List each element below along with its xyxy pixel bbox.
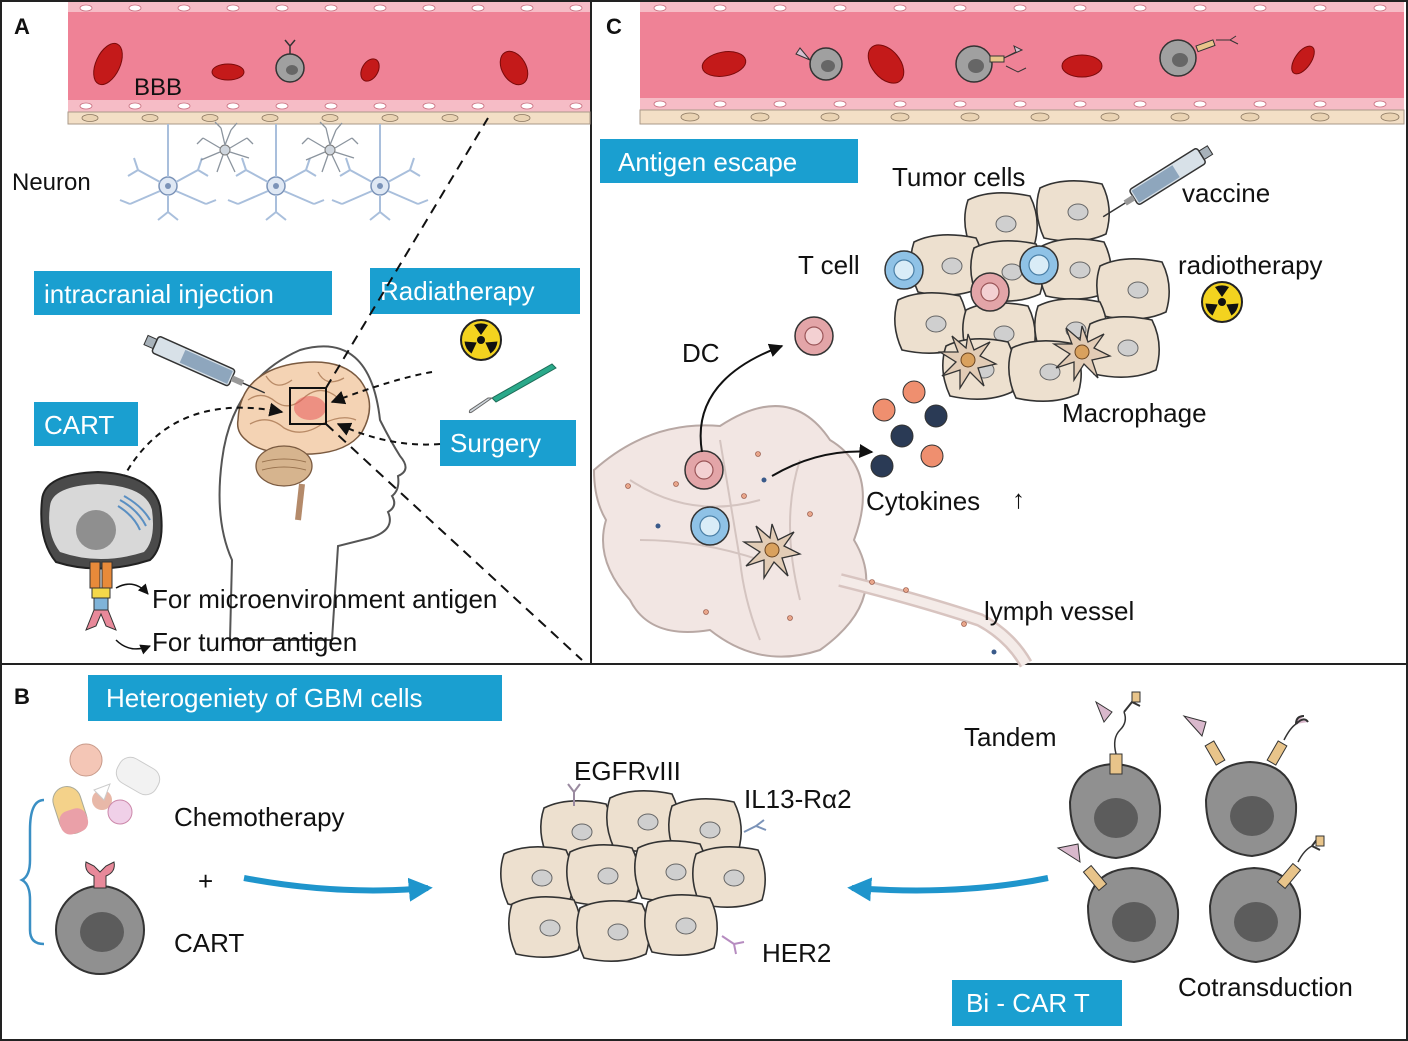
t-cell-c1	[884, 250, 924, 290]
lymph-vessel-label: lymph vessel	[984, 596, 1134, 626]
bbb-label: BBB	[134, 74, 182, 101]
panel-b-letter: B	[14, 684, 30, 709]
antigen-receptors-b	[567, 783, 767, 955]
radiation-icon-c	[1201, 281, 1243, 323]
surgery-box	[440, 420, 576, 466]
therapy-to-tumor-arrow	[243, 875, 433, 902]
cart-cell-a	[40, 470, 163, 631]
t-cell-in-lymph-node	[690, 506, 730, 546]
il13-label: IL13-Rα2	[744, 784, 852, 814]
cart-label-a: CART	[44, 410, 114, 440]
dc-migration-arrow	[699, 343, 784, 453]
panel-c-letter: C	[606, 14, 622, 39]
bi-car-t-to-tumor-arrow	[847, 875, 1049, 902]
antigen-escape-label: Antigen escape	[618, 147, 797, 177]
pills-icon	[52, 743, 161, 835]
blood-vessel-c	[639, 2, 1405, 125]
intracranial-injection-box	[34, 271, 332, 315]
panel-b-frame	[0, 663, 1408, 1041]
radiation-icon	[460, 319, 502, 361]
combination-brace	[19, 798, 45, 946]
surgery-label: Surgery	[450, 428, 541, 458]
macrophage-label: Macrophage	[1062, 398, 1207, 428]
tumor-cluster-c	[893, 180, 1170, 403]
radiatherapy-label: Radiatherapy	[380, 276, 535, 306]
tumor-antigen-label: For tumor antigen	[152, 627, 357, 657]
antigen-escape-box	[600, 139, 858, 183]
dc-in-tumor	[970, 272, 1010, 312]
tumor-antigen-arrow	[115, 639, 151, 655]
cytokine-release-arrow	[771, 444, 874, 477]
plus-sign: +	[198, 866, 213, 896]
syringe-icon-c	[1102, 145, 1214, 218]
bi-car-t-label: Bi - CAR T	[966, 988, 1090, 1018]
egfrviii-label: EGFRvIII	[574, 756, 681, 786]
intracranial-injection-label: intracranial injection	[44, 279, 274, 309]
car-t-cells-in-vessel	[795, 35, 1239, 83]
surgery-arrow	[336, 422, 441, 446]
dc-label: DC	[682, 338, 720, 368]
her2-label: HER2	[762, 938, 831, 968]
cytokines	[870, 380, 948, 478]
chemotherapy-label: Chemotherapy	[174, 802, 345, 832]
zoom-line-lower	[325, 423, 583, 661]
tumor-cluster-b	[499, 789, 767, 963]
cytokines-label: Cytokines	[866, 486, 980, 516]
t-cell-label: T cell	[798, 250, 860, 280]
syringe-icon-a	[143, 334, 266, 394]
tandem-cell-2	[1182, 715, 1309, 857]
neurons	[119, 121, 429, 221]
cart-label-b: CART	[174, 928, 244, 958]
red-blood-cells-c	[701, 44, 1315, 84]
brain-icon	[236, 361, 371, 521]
cytokines-up-arrow: ↑	[1012, 484, 1025, 514]
zoom-line-upper	[325, 117, 489, 389]
cart-to-brain-arrow	[121, 402, 284, 481]
cart-cell-b	[55, 861, 145, 975]
cotransduction-cell-1	[1056, 843, 1180, 963]
microenvironment-antigen-label: For microenvironment antigen	[152, 584, 497, 614]
vaccine-label: vaccine	[1182, 178, 1270, 208]
panel-a-letter: A	[14, 14, 30, 39]
t-cell-c2	[1019, 245, 1059, 285]
radiotherapy-label: radiotherapy	[1178, 250, 1323, 280]
neuron-label: Neuron	[12, 169, 91, 196]
tumor-cells-label: Tumor cells	[892, 162, 1025, 192]
bi-car-t-box	[952, 980, 1122, 1026]
red-blood-cells-a	[93, 42, 529, 86]
heterogeneity-label: Heterogeniety of GBM cells	[106, 683, 422, 713]
tandem-label: Tandem	[964, 722, 1057, 752]
cotransduction-label: Cotransduction	[1178, 972, 1353, 1002]
radiatherapy-box	[370, 268, 580, 314]
dc-in-lymph-node	[684, 450, 724, 490]
tandem-cell-1	[1069, 691, 1162, 859]
dc-migrating	[794, 316, 834, 356]
cart-box-a	[34, 402, 138, 446]
immune-cell-in-vessel-a	[275, 39, 305, 83]
scalpel-icon	[468, 363, 557, 414]
microenv-arrow	[115, 583, 149, 595]
heterogeneity-box	[88, 675, 502, 721]
radiatherapy-arrow	[330, 371, 433, 405]
lymph-node	[592, 405, 1033, 668]
cotransduction-cell-2	[1209, 835, 1325, 963]
